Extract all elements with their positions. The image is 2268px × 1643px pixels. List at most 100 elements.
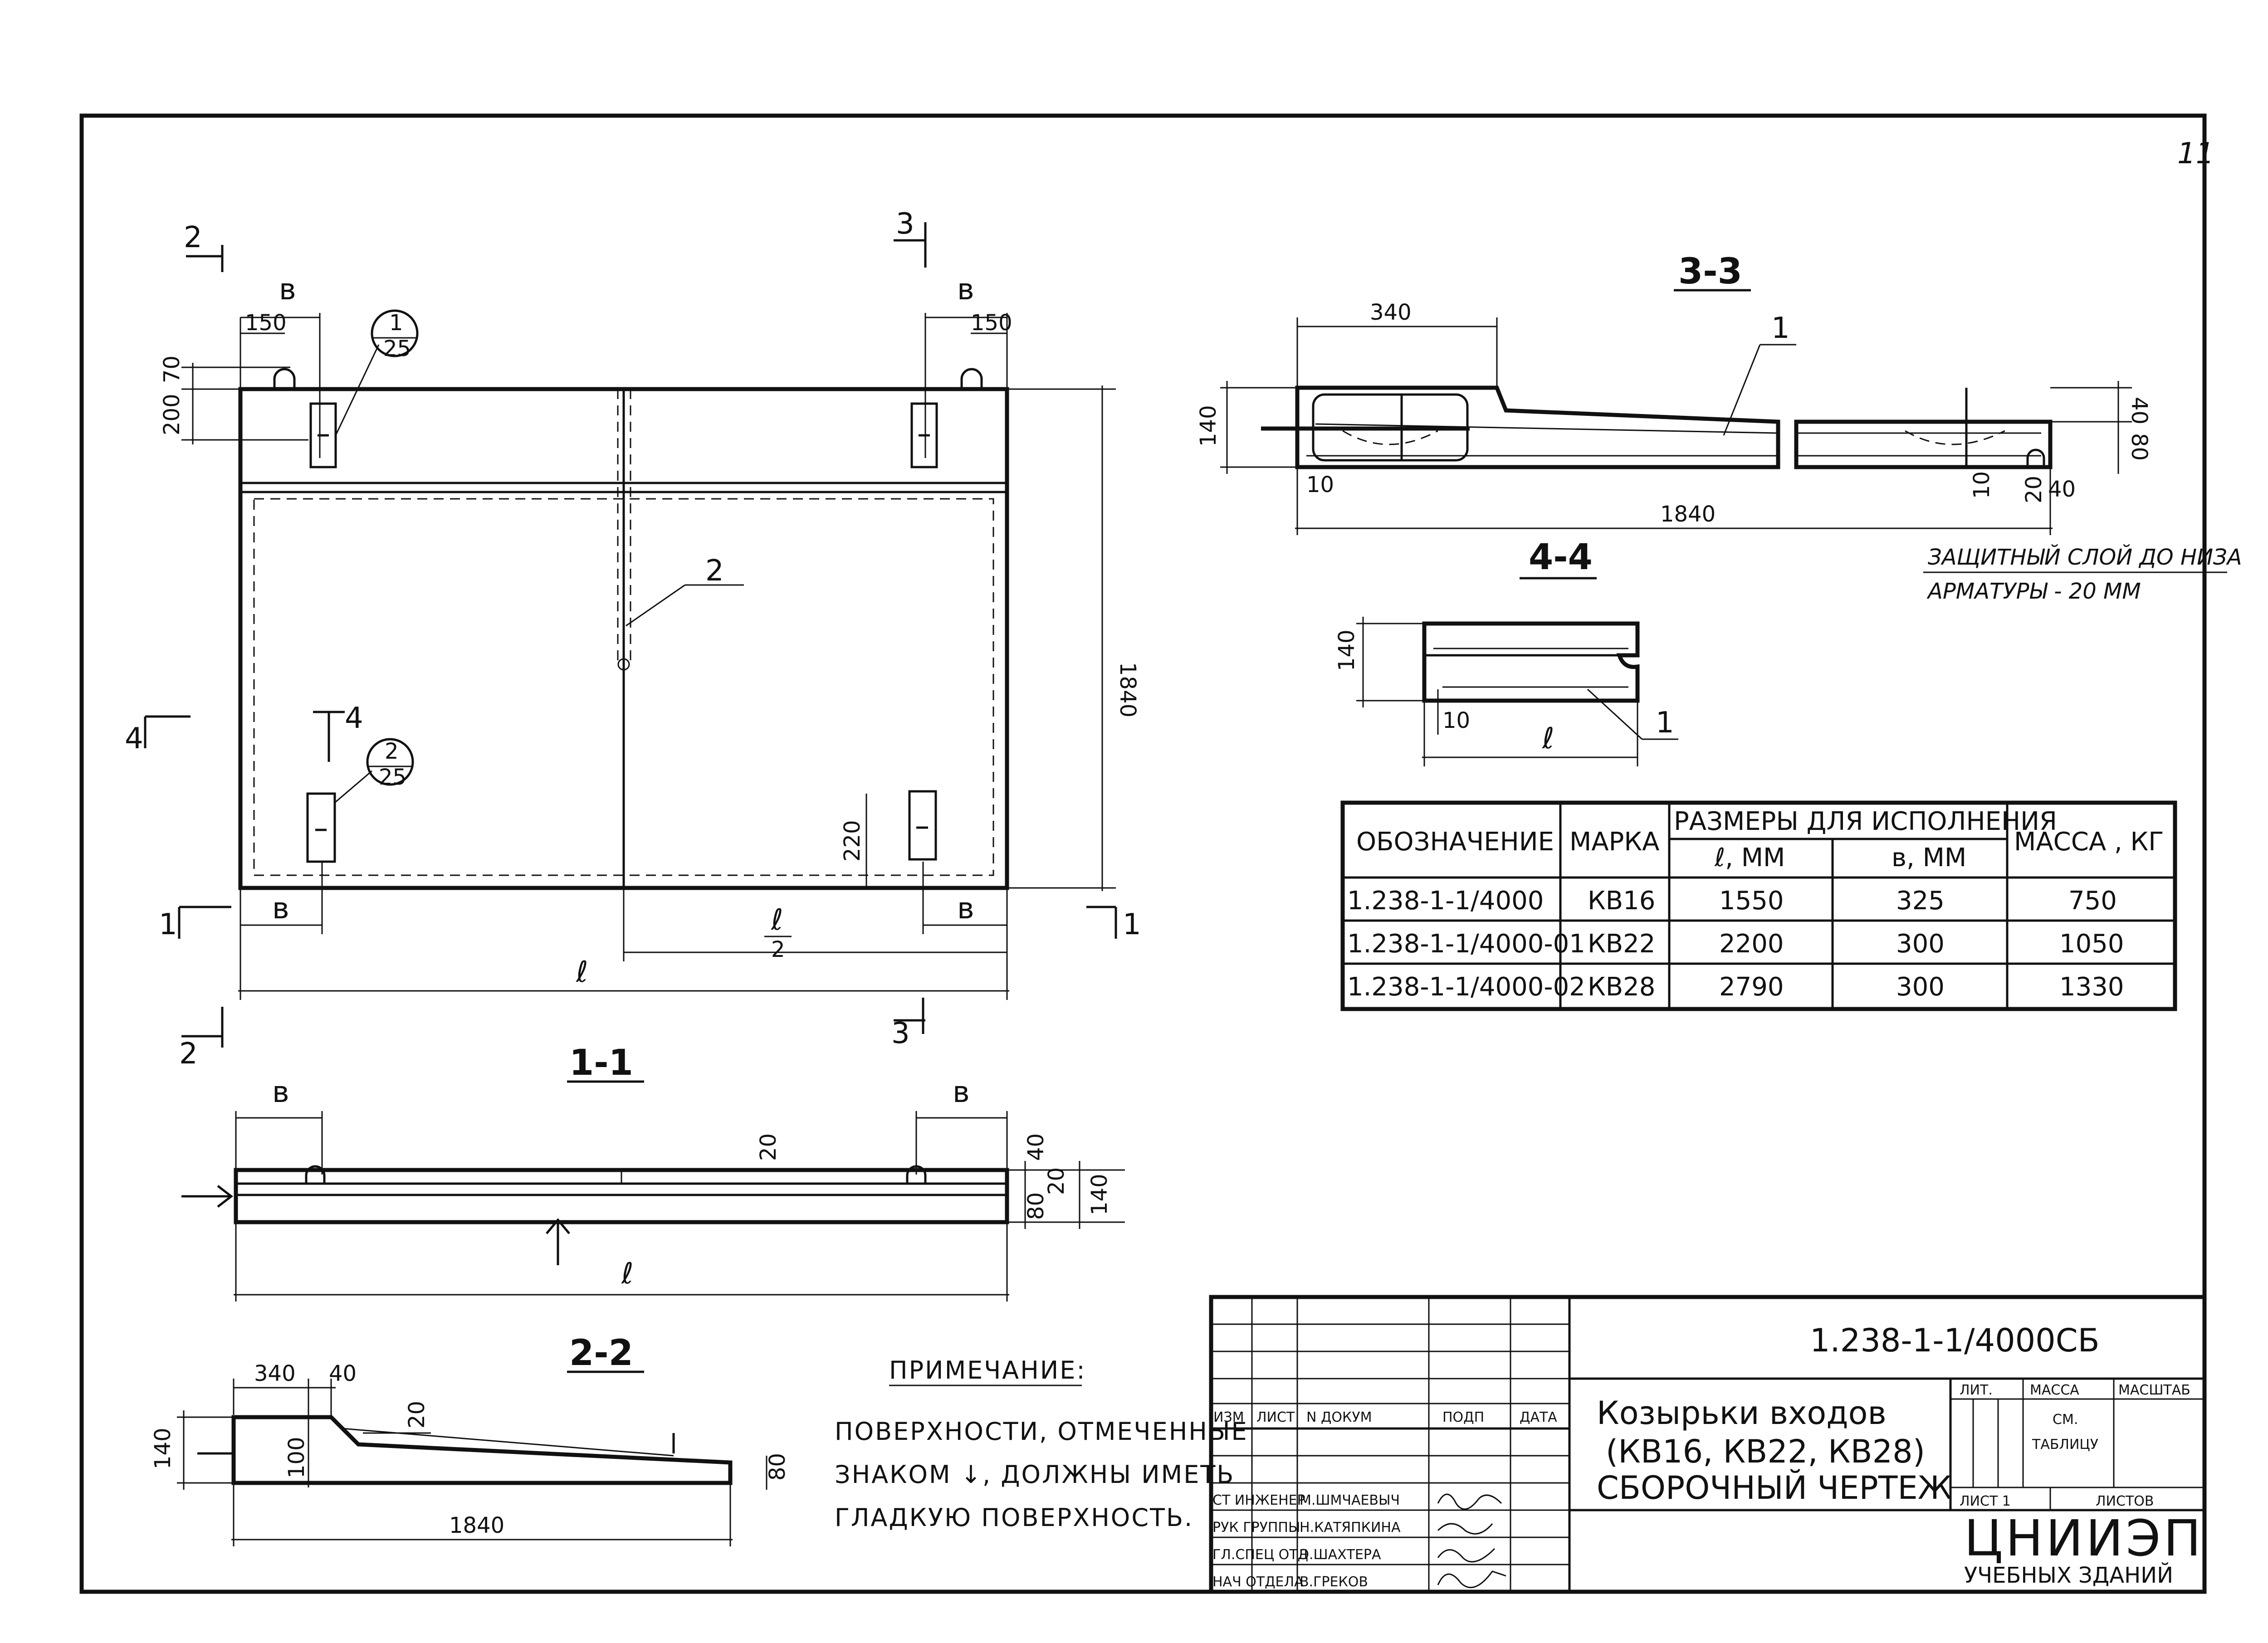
dim-20-side: 20	[1044, 1167, 1069, 1195]
th-mark: МАРКА	[1569, 827, 1659, 857]
embedded-plate-3	[306, 792, 336, 863]
tb-scale: МАСШТАБ	[2118, 1382, 2190, 1398]
tb-staff-role: НАЧ ОТДЕЛА	[1212, 1574, 1304, 1590]
note-line-2: ЗНАКОМ ↓, ДОЛЖНЫ ИМЕТЬ	[835, 1460, 1235, 1489]
cut-1-left-label: 1	[159, 908, 177, 941]
td-mark: КВ22	[1588, 929, 1655, 959]
callout-1-num: 1	[389, 310, 403, 336]
embedded-plate-2	[910, 402, 938, 468]
title-block: ИЗМ ЛИСТ N ДОКУМ ПОДП ДАТА СТ ИНЖЕНЕР М.…	[1209, 1295, 2207, 1594]
signature-2	[1437, 1523, 1493, 1535]
sheet-number: 11	[2177, 137, 2214, 171]
dim-340: 340	[254, 1361, 296, 1386]
arrow-up	[546, 1218, 570, 1265]
td-mass: 750	[2068, 886, 2117, 916]
tb-org: ЦНИИЭП	[1964, 1509, 2204, 1567]
tb-staff-name: Н.КАТЯПКИНА	[1300, 1520, 1401, 1536]
callout-2-den: 25	[379, 765, 406, 790]
tb-staff-role: СТ ИНЖЕНЕР	[1212, 1492, 1305, 1508]
th-l: ℓ, ММ	[1714, 843, 1785, 873]
tb-col-podp: ПОДП	[1442, 1409, 1484, 1425]
td-l: 1550	[1719, 886, 1784, 916]
dim-b-top-right: в	[957, 273, 974, 307]
section-2-2: 2-2 340 40 20 140 100 80 1840	[150, 1333, 790, 1546]
tb-staff-name: В.ГРЕКОВ	[1300, 1574, 1368, 1590]
tb-title-1: Козырьки входов	[1597, 1394, 1887, 1432]
tb-col-list: ЛИСТ	[1256, 1409, 1295, 1425]
dim-40-22: 40	[329, 1361, 357, 1386]
td-mark: КВ16	[1588, 886, 1655, 916]
tb-mass-value-1: СМ.	[2053, 1412, 2078, 1428]
tb-org-sub: УЧЕБНЫХ ЗДАНИЙ	[1964, 1562, 2173, 1588]
dim-140: 140	[1087, 1174, 1112, 1215]
cut-3-bottom-label: 3	[891, 1017, 910, 1050]
dim-1840-plan: 1840	[1115, 662, 1140, 717]
cut-3-bottom-marker	[894, 998, 925, 1034]
td-l: 2790	[1719, 972, 1784, 1002]
tb-col-data: ДАТА	[1520, 1409, 1557, 1425]
leader-1	[1723, 344, 1761, 436]
td-b: 300	[1896, 972, 1945, 1002]
td-mass: 1330	[2059, 972, 2124, 1002]
dim-140-44: 140	[1334, 629, 1359, 671]
cut-1-right-marker	[1086, 906, 1117, 939]
section-4-4-title: 4-4	[1529, 537, 1593, 578]
dim-80: 80	[1023, 1192, 1049, 1220]
cut-4-left-marker	[144, 715, 191, 748]
dim-20-22: 20	[404, 1401, 430, 1428]
td-l: 2200	[1719, 929, 1784, 959]
cut-1-right-label: 1	[1123, 908, 1141, 941]
tb-staff-name: М.ШМЧАЕВЫЧ	[1300, 1492, 1400, 1508]
tb-mass: МАССА	[2030, 1382, 2079, 1398]
plan-pin	[617, 658, 630, 671]
section-1-1: 1-1 в в 20 40 20 80 140 ℓ	[181, 1043, 1125, 1302]
dim-l-44: ℓ	[1542, 722, 1554, 756]
leader-1-44	[1587, 688, 1643, 740]
callout-2-num: 2	[385, 739, 399, 764]
cut-1-left-marker	[178, 906, 231, 939]
cut-2-bottom-marker	[181, 1007, 224, 1048]
section-3-3: 3-3 1 340 140 10 1840 40 80 10	[1196, 251, 2242, 604]
tb-lit: ЛИТ.	[1960, 1382, 1993, 1398]
dim-l-plan: ℓ	[576, 956, 588, 989]
curve-hook-left	[1342, 430, 1438, 445]
lifting-loop-right	[960, 368, 983, 389]
dim-b-top-left: в	[279, 273, 296, 307]
cut-4-inner-label: 4	[345, 702, 363, 735]
signature-3	[1437, 1548, 1496, 1563]
note-title: ПРИМЕЧАНИЕ:	[889, 1356, 1086, 1385]
tb-col-ndoc: N ДОКУМ	[1306, 1409, 1372, 1425]
td-designation: 1.238-1-1/4000-01	[1347, 929, 1585, 959]
cut-4-left-label: 4	[125, 722, 143, 756]
callout-1-den: 25	[383, 336, 411, 361]
dim-80-22: 80	[765, 1453, 790, 1481]
section-4-4: 4-4 1 140 10 ℓ	[1334, 537, 1678, 766]
tb-doc-code: 1.238-1-1/4000СБ	[1810, 1322, 2100, 1359]
rebar-top	[1315, 423, 1779, 434]
loop-3-3	[2026, 449, 2045, 467]
section-3-3-title: 3-3	[1678, 251, 1742, 292]
dim-20-33: 20	[2021, 476, 2047, 503]
embedded-plate-4	[908, 790, 937, 861]
tb-title-3: СБОРОЧНЫЙ ЧЕРТЕЖ	[1597, 1469, 1952, 1506]
tb-col-izm: ИЗМ	[1213, 1409, 1244, 1425]
dim-70: 70	[159, 356, 185, 383]
cut-2-top-label: 2	[184, 221, 202, 254]
title-block-frame	[1209, 1295, 2207, 1594]
callout-leader	[335, 344, 380, 436]
th-b: в, ММ	[1892, 843, 1966, 873]
lifting-loop-left	[273, 368, 296, 389]
dim-40: 40	[1023, 1133, 1049, 1161]
dim-b-right: в	[953, 1076, 970, 1109]
note-line-1: ПОВЕРХНОСТИ, ОТМЕЧЕННЫЕ	[835, 1417, 1248, 1446]
leader-1-44-label: 1	[1656, 706, 1674, 740]
dim-340-33: 340	[1370, 300, 1412, 325]
dim-b-left: в	[272, 1076, 289, 1109]
tb-staff-role: ГЛ.СПЕЦ ОТД	[1212, 1547, 1308, 1563]
notes: ПРИМЕЧАНИЕ: ПОВЕРХНОСТИ, ОТМЕЧЕННЫЕ ЗНАК…	[835, 1356, 1248, 1532]
td-designation: 1.238-1-1/4000	[1347, 886, 1544, 916]
dim-150-right: 150	[971, 310, 1012, 336]
th-designation: ОБОЗНАЧЕНИЕ	[1356, 827, 1554, 857]
cut-3-top-label: 3	[896, 207, 914, 241]
callout-1-circle	[371, 309, 419, 357]
